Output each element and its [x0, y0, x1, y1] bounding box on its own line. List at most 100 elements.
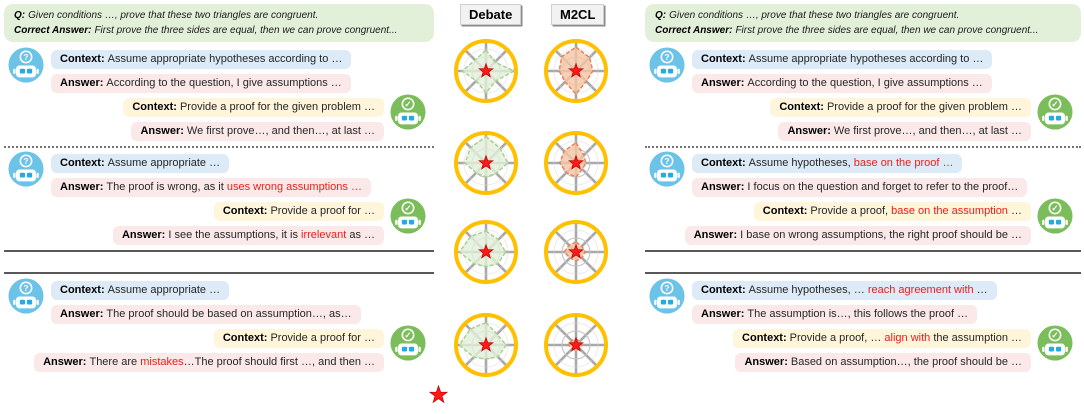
svg-text:✓: ✓	[404, 99, 411, 109]
svg-text:?: ?	[664, 156, 669, 166]
question-text: Given conditions …, prove that these two…	[669, 10, 960, 21]
message-text: Assume hypotheses,	[748, 157, 854, 169]
highlighted-text: base on the assumption	[891, 205, 1008, 217]
radar-chart-debate-round-3	[453, 219, 519, 285]
answer-bubble: Answer:The assumption is…, this follows …	[692, 305, 978, 324]
message-row: Context:Assume appropriate … ?	[4, 278, 434, 314]
message-text: Provide a proof,	[810, 205, 892, 217]
message-row: Answer:According to the question, I give…	[4, 74, 434, 93]
answer-bubble: Answer:I see the assumptions, it is irre…	[112, 226, 384, 245]
message-label: Answer:	[744, 356, 788, 368]
message-text: …	[1007, 205, 1022, 217]
verifier-robot-icon: ✓	[1037, 198, 1073, 234]
message-text: Provide a proof for the given problem …	[179, 101, 375, 113]
debate-column-header: Debate	[460, 4, 522, 25]
answer-bubble: Answer:We first prove…, and then…, at la…	[778, 122, 1031, 141]
message-text: Assume appropriate …	[107, 157, 221, 169]
radar-chart-m2cl-round-4	[543, 312, 609, 378]
highlighted-text: align with	[884, 332, 931, 344]
question-box: Q:Given conditions …, prove that these t…	[645, 4, 1081, 42]
message-label: Answer:	[43, 356, 87, 368]
context-bubble: Context:Assume hypotheses, … reach agree…	[692, 281, 997, 300]
message-text: We first prove…, and then…, at last …	[833, 125, 1022, 137]
highlighted-text: irrelevant	[301, 229, 347, 241]
message-label: Answer:	[701, 77, 745, 89]
message-text: Based on assumption…, the proof should b…	[790, 356, 1022, 368]
svg-text:?: ?	[23, 283, 28, 293]
debate-round-1: Context:Assume appropriate hypotheses ac…	[4, 42, 434, 141]
question-box: Q:Given conditions …, prove that these t…	[4, 4, 434, 42]
message-label: Answer:	[60, 181, 104, 193]
round-divider	[4, 146, 434, 148]
message-label: Context:	[132, 101, 177, 113]
questioner-robot-icon: ?	[8, 278, 44, 314]
m2cl-column-header: M2CL	[551, 4, 605, 25]
context-bubble: Context:Provide a proof for the given pr…	[770, 98, 1031, 117]
message-text: Provide a proof for the given problem …	[826, 101, 1022, 113]
debate-round-3: Context:Assume appropriate … ? Answer:Th…	[4, 274, 434, 372]
message-label: Context:	[701, 157, 746, 169]
correct-answer-line: Correct Answer:First prove the three sid…	[14, 23, 424, 38]
verifier-robot-icon: ✓	[390, 325, 426, 361]
questioner-robot-icon: ?	[649, 151, 685, 187]
message-row: Context:Assume appropriate hypotheses ac…	[645, 47, 1081, 83]
correct-answer-line: Correct Answer:First prove the three sid…	[655, 23, 1071, 38]
radar-comparison-panel: Debate M2CL	[440, 0, 640, 414]
radar-chart-m2cl-round-1	[543, 38, 609, 104]
questioner-robot-icon: ?	[8, 47, 44, 83]
message-label: Context:	[60, 53, 105, 65]
highlighted-text: mistakes	[140, 356, 184, 368]
answer-bubble: Answer:The proof should be based on assu…	[51, 305, 361, 324]
context-bubble: Context:Assume hypotheses, base on the p…	[692, 154, 963, 173]
answer-bubble: Answer:I base on wrong assumptions, the …	[684, 226, 1031, 245]
message-row: Answer:I focus on the question and forge…	[645, 178, 1081, 197]
message-label: Context:	[222, 332, 268, 344]
context-bubble: Context:Provide a proof for …	[213, 329, 384, 348]
svg-text:✓: ✓	[404, 330, 411, 340]
message-label: Context:	[701, 53, 746, 65]
answer-bubble: Answer:According to the question, I give…	[692, 74, 992, 93]
svg-text:?: ?	[664, 52, 669, 62]
m2cl-conversation: Q:Given conditions …, prove that these t…	[645, 0, 1081, 377]
message-row: Answer:We first prove…, and then…, at la…	[4, 122, 434, 141]
message-row: Context:Assume hypotheses, base on the p…	[645, 151, 1081, 187]
context-bubble: Context:Assume appropriate hypotheses ac…	[692, 50, 993, 69]
context-bubble: Context:Provide a proof for the given pr…	[123, 98, 384, 117]
verifier-robot-icon: ✓	[390, 198, 426, 234]
message-label: Answer:	[693, 229, 738, 241]
context-bubble: Context:Assume appropriate …	[51, 154, 230, 173]
questioner-robot-icon: ?	[649, 278, 685, 314]
message-row: Context:Provide a proof, base on the ass…	[645, 198, 1081, 234]
svg-text:✓: ✓	[404, 203, 411, 213]
message-row: Answer:Based on assumption…, the proof s…	[645, 353, 1081, 372]
message-row: Answer:There are mistakes…The proof shou…	[4, 353, 434, 372]
question-line: Q:Given conditions …, prove that these t…	[14, 8, 424, 23]
m2cl-round-2: Context:Assume hypotheses, base on the p…	[645, 148, 1081, 245]
message-text: …	[973, 284, 988, 296]
message-row: Context:Assume appropriate hypotheses ac…	[4, 47, 434, 83]
message-label: Context:	[779, 101, 824, 113]
round-divider	[645, 146, 1081, 148]
context-bubble: Context:Provide a proof, … align with th…	[733, 329, 1031, 348]
questioner-robot-icon: ?	[649, 47, 685, 83]
verifier-robot-icon: ✓	[390, 94, 426, 130]
message-label: Answer:	[60, 308, 104, 320]
message-label: Context:	[701, 284, 746, 296]
correct-answer-label: Correct Answer:	[655, 25, 733, 36]
svg-text:?: ?	[664, 283, 669, 293]
context-bubble: Context:Assume appropriate hypotheses ac…	[51, 50, 352, 69]
message-text: The proof is wrong, as it	[106, 181, 227, 193]
message-text: According to the question, I give assump…	[747, 77, 983, 89]
message-label: Answer:	[140, 125, 184, 137]
message-text: Assume hypotheses, …	[748, 284, 868, 296]
radar-chart-debate-round-1	[453, 38, 519, 104]
highlighted-text: base on the proof …	[853, 157, 954, 169]
message-label: Answer:	[701, 308, 745, 320]
message-label: Answer:	[787, 125, 831, 137]
svg-text:✓: ✓	[1051, 99, 1058, 109]
message-row: Context:Provide a proof for … ✓	[4, 198, 434, 234]
message-text: The proof should be based on assumption……	[106, 308, 352, 320]
correct-answer-star-icon	[428, 384, 449, 404]
message-text: We first prove…, and then…, at last …	[186, 125, 375, 137]
